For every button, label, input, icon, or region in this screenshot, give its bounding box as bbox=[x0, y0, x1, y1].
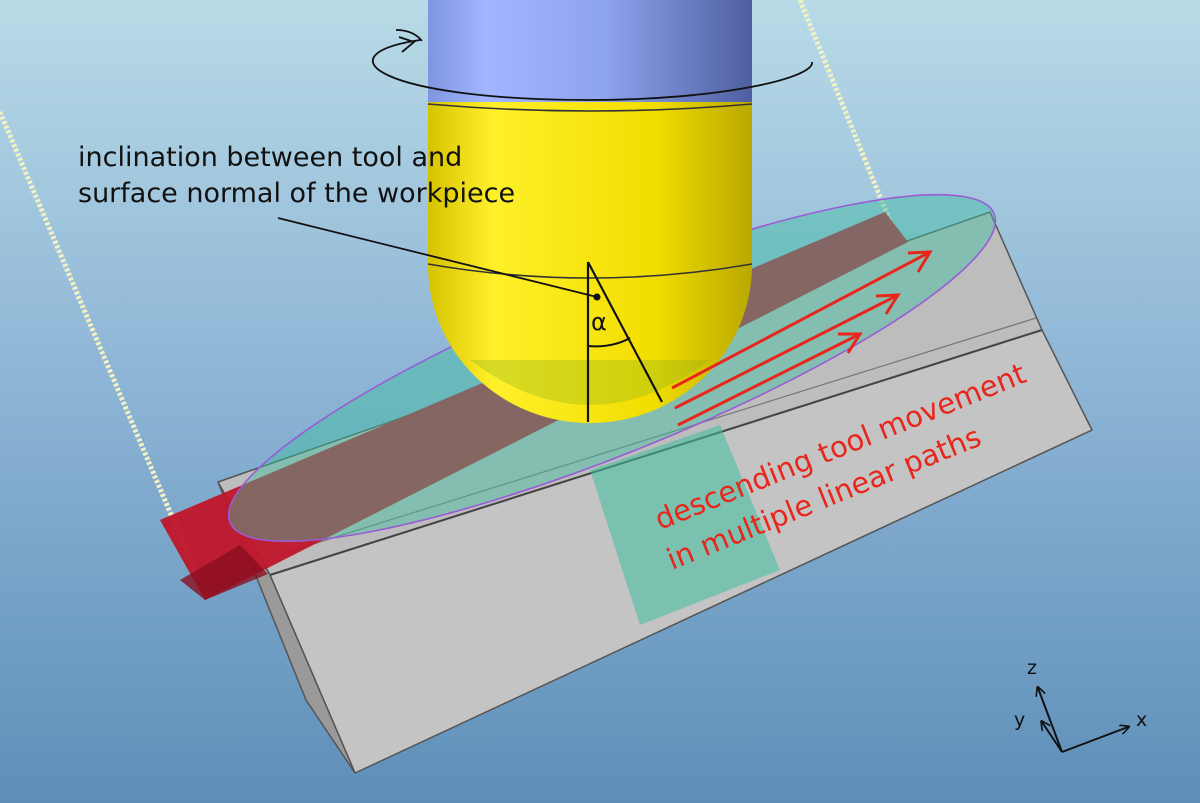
axes-indicator bbox=[1038, 688, 1128, 753]
tool-ball bbox=[428, 102, 752, 423]
rotation-indicator-icon bbox=[372, 29, 813, 101]
wire-left bbox=[0, 111, 201, 579]
tool-shaft bbox=[428, 0, 752, 104]
red-band-shadow bbox=[180, 545, 268, 600]
alpha-arc bbox=[587, 337, 631, 348]
inclination-angle: α bbox=[586, 261, 663, 422]
x-axis-arrow bbox=[1061, 727, 1128, 753]
tool-ball-seam bbox=[427, 263, 753, 279]
tool-axis-line bbox=[587, 261, 663, 403]
alpha-label: α bbox=[591, 308, 607, 336]
inclination-label-line1: inclination between tool and bbox=[78, 142, 462, 173]
y-axis-arrow bbox=[1042, 722, 1063, 753]
wire-right bbox=[797, 0, 903, 247]
z-axis-label: z bbox=[1027, 657, 1037, 679]
movement-arrow-3 bbox=[677, 332, 861, 427]
contact-strip bbox=[590, 425, 780, 625]
x-axis-label: x bbox=[1136, 709, 1147, 731]
movement-arrows bbox=[671, 250, 933, 427]
y-axis-label: y bbox=[1014, 709, 1025, 731]
inclination-label-line2: surface normal of the workpiece bbox=[78, 178, 515, 209]
tool-ball-contact-shade bbox=[470, 360, 710, 405]
tool-shaft-edge bbox=[427, 103, 753, 112]
tool bbox=[427, 0, 753, 423]
movement-arrow-2 bbox=[674, 293, 899, 410]
movement-arrow-1 bbox=[671, 250, 931, 390]
annotation-leader-line bbox=[277, 217, 598, 298]
